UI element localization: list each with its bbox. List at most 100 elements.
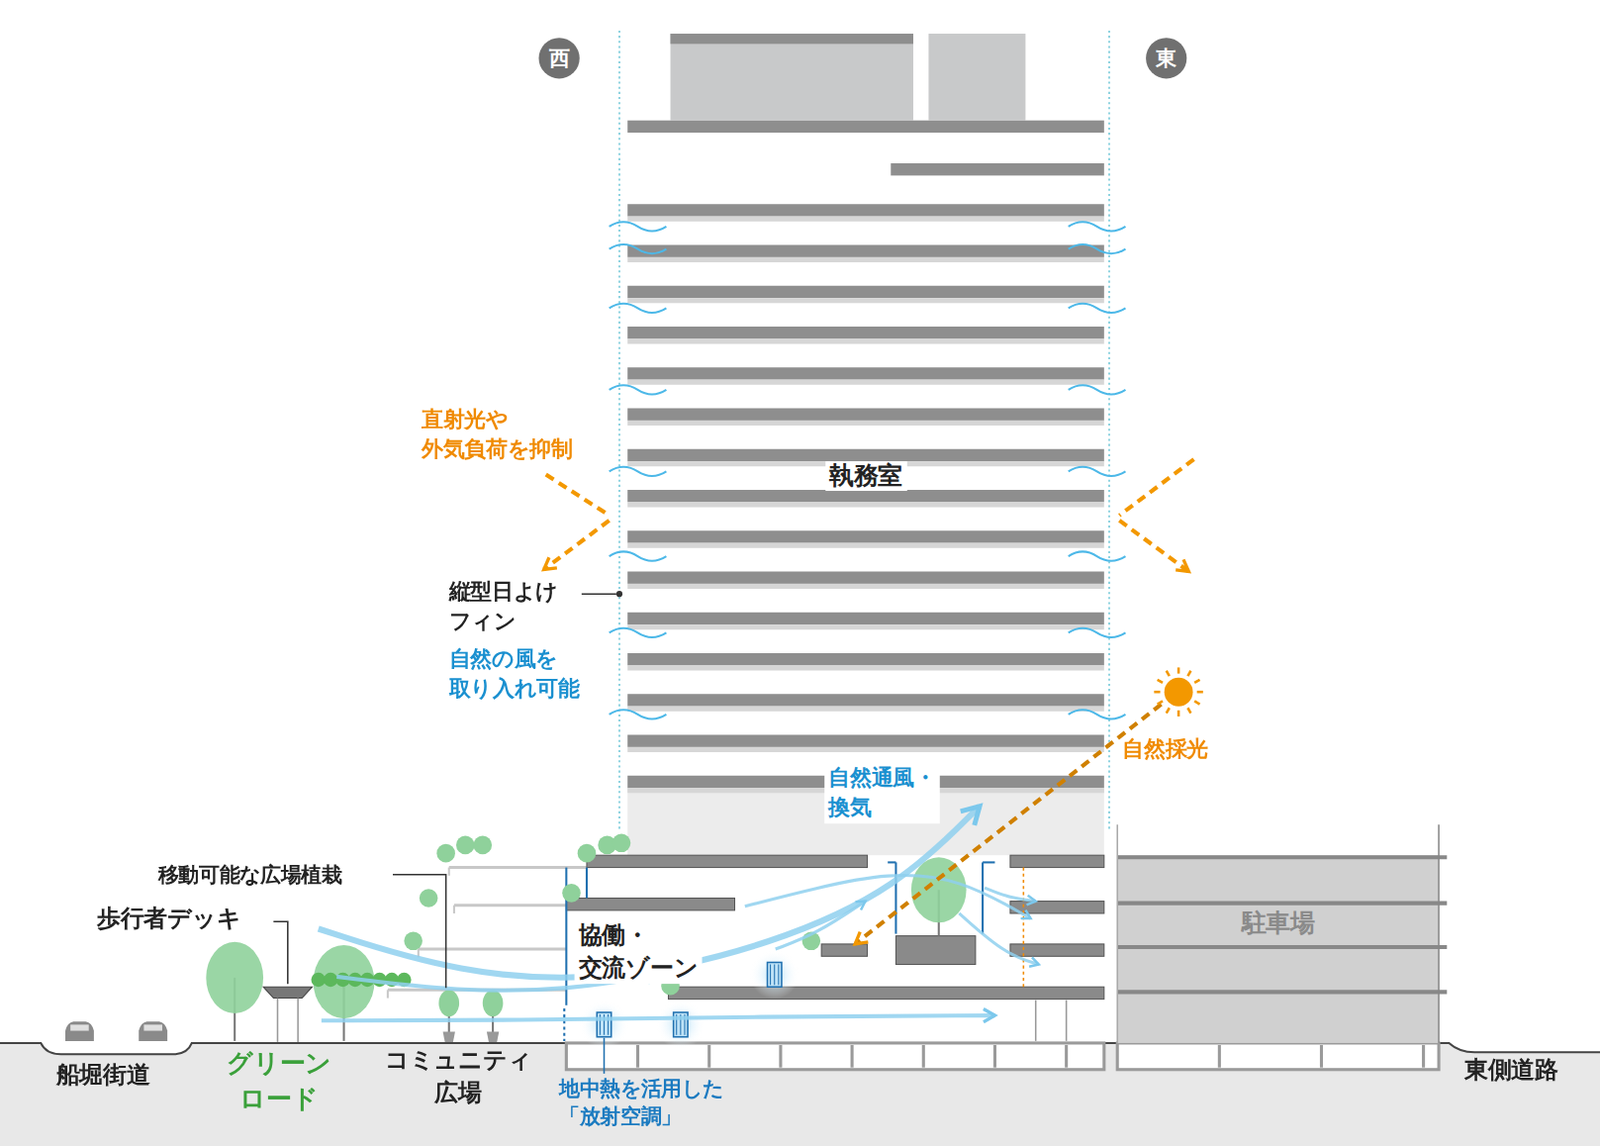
column bbox=[1065, 1000, 1068, 1041]
radiant-panel-line bbox=[769, 964, 771, 986]
roof-equipment-top bbox=[670, 33, 914, 44]
floor-slab bbox=[627, 735, 1105, 748]
wind-arrow bbox=[321, 1015, 996, 1021]
plant-pot bbox=[443, 1032, 456, 1042]
wind-squiggle bbox=[1068, 221, 1127, 231]
wind-squiggle bbox=[1068, 384, 1127, 394]
foundation-divider bbox=[1421, 1044, 1425, 1068]
sunlight-ray bbox=[544, 520, 610, 570]
zone-block: 駐車場 bbox=[1117, 854, 1439, 1043]
direction-marker: 西 bbox=[539, 37, 580, 79]
sun-ray bbox=[1187, 707, 1191, 713]
plaza-label: コミュニティ 広場 bbox=[384, 1042, 533, 1109]
foundation bbox=[1117, 1042, 1439, 1070]
glass-line bbox=[894, 861, 897, 934]
light-line bbox=[1023, 867, 1026, 988]
sun-ray bbox=[1177, 666, 1181, 673]
car-window bbox=[70, 1024, 90, 1031]
plant-pot bbox=[486, 1032, 499, 1042]
leader-dot bbox=[616, 590, 623, 597]
zone-block: 執務室 bbox=[627, 120, 1105, 846]
wind-squiggle bbox=[609, 551, 667, 561]
floor-slab bbox=[627, 693, 1105, 706]
radiant-panel-line bbox=[777, 964, 779, 986]
wind-squiggle bbox=[1068, 551, 1127, 561]
sun-ray bbox=[1157, 679, 1163, 683]
wind-squiggle bbox=[609, 221, 667, 231]
floor-slab bbox=[627, 120, 1105, 133]
wind-arrow bbox=[745, 875, 1032, 920]
roof-equipment bbox=[928, 33, 1026, 121]
small-tree bbox=[577, 844, 597, 863]
foundation-divider bbox=[922, 1044, 926, 1068]
sun-ray bbox=[1166, 670, 1170, 676]
small-tree bbox=[612, 834, 632, 853]
small-tree bbox=[473, 836, 493, 855]
floor-slab bbox=[627, 489, 1105, 502]
terrace-edge bbox=[453, 905, 456, 914]
small-tree bbox=[403, 932, 423, 951]
floor-slab bbox=[627, 408, 1105, 421]
road-label: 東側道路 bbox=[1464, 1052, 1559, 1086]
leader-line bbox=[392, 874, 447, 988]
wind-squiggle bbox=[1068, 303, 1127, 313]
wind-squiggle bbox=[609, 303, 667, 313]
floor-shade bbox=[627, 257, 1105, 263]
floor-shade bbox=[627, 543, 1105, 549]
floor-shade bbox=[627, 216, 1105, 222]
potted-plant bbox=[482, 989, 504, 1017]
glass-line bbox=[563, 1008, 565, 1041]
wind-arrow bbox=[984, 887, 1036, 901]
floor-slab bbox=[627, 326, 1105, 339]
column bbox=[1035, 1000, 1037, 1041]
floor-slab bbox=[627, 653, 1105, 665]
potted-plant bbox=[438, 989, 460, 1017]
zone-label: 協働・交流ゾーン bbox=[574, 918, 703, 984]
wind-squiggle bbox=[609, 384, 667, 394]
tower-body bbox=[627, 120, 1105, 856]
leader-line bbox=[581, 592, 617, 595]
podium-slab bbox=[667, 986, 1104, 999]
floor-slab bbox=[627, 530, 1105, 543]
tree-crown bbox=[205, 941, 264, 1014]
sunlight-ray bbox=[546, 474, 610, 516]
pedestrian-deck bbox=[263, 986, 313, 998]
zone-name: 執務室 bbox=[825, 461, 908, 491]
podium-slab bbox=[565, 898, 735, 911]
part-label: 歩行者デッキ bbox=[96, 902, 241, 936]
podium-slab bbox=[586, 854, 868, 867]
wind-arrow bbox=[775, 901, 866, 949]
sun bbox=[1164, 677, 1194, 707]
glass-line bbox=[887, 860, 896, 863]
sunshade-fin-line bbox=[1108, 30, 1111, 833]
terrace bbox=[454, 903, 566, 907]
glass-line bbox=[982, 860, 995, 863]
direction-marker: 東 bbox=[1145, 37, 1187, 79]
foundation-divider bbox=[1064, 1044, 1068, 1068]
terrace bbox=[418, 947, 567, 951]
terrace-edge bbox=[448, 867, 451, 876]
floor-shade bbox=[627, 624, 1105, 630]
foundation-divider bbox=[778, 1044, 782, 1068]
wind-squiggle bbox=[609, 709, 667, 719]
wind-squiggle bbox=[609, 244, 667, 254]
floor-shade bbox=[627, 420, 1105, 426]
sunshade-fin-line bbox=[618, 30, 621, 833]
sun-ray bbox=[1157, 700, 1163, 704]
foundation-divider bbox=[707, 1044, 711, 1068]
car-window bbox=[143, 1024, 163, 1031]
hedge bbox=[323, 972, 338, 987]
note-text: 自然採光 bbox=[1122, 735, 1209, 765]
wind-squiggle bbox=[1068, 709, 1127, 719]
parking-slab bbox=[1117, 989, 1447, 994]
wind-squiggle bbox=[1068, 628, 1127, 638]
floor-slab bbox=[627, 367, 1105, 379]
tree-crown bbox=[911, 856, 967, 923]
floor-shade bbox=[627, 747, 1105, 753]
direction-label: 東 bbox=[1155, 45, 1177, 71]
planter-block bbox=[895, 936, 975, 965]
radiant-panel-line bbox=[773, 964, 775, 986]
wind-squiggle bbox=[609, 467, 667, 476]
floor-slab bbox=[890, 163, 1105, 176]
